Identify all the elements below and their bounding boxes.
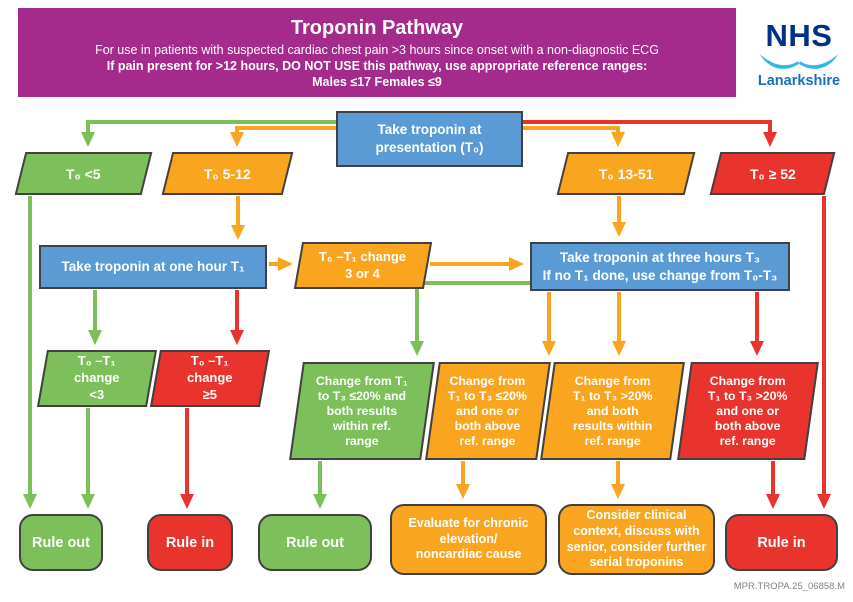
page-title: Troponin Pathway (290, 16, 464, 39)
document-code: MPR.TROPA.25_06858.M (733, 581, 845, 592)
node-take-troponin-presentation: Take troponin at presentation (T₀) (336, 111, 523, 167)
node-label: T₀ 5-12 (204, 165, 251, 182)
header-reference-ranges: Males ≤17 Females ≤9 (312, 75, 442, 90)
header-banner: Troponin Pathway For use in patients wit… (18, 8, 736, 97)
node-take-troponin-one-hour: Take troponin at one hour T₁ (39, 245, 267, 289)
node-t0-5-12: T₀ 5-12 (161, 152, 294, 195)
node-t0-t1-change-lt3: T₀ –T₁ change <3 (36, 350, 158, 407)
node-label: T₀ 13-51 (598, 165, 654, 182)
nhs-lanarkshire-logo: NHS Lanarkshire (752, 20, 846, 90)
node-t0-ge-52: T₀ ≥ 52 (709, 152, 836, 195)
node-consider-clinical-context: Consider clinical context, discuss with … (558, 504, 715, 575)
node-evaluate-chronic-elevation: Evaluate for chronic elevation/ noncardi… (390, 504, 547, 575)
nhs-region-text: Lanarkshire (757, 73, 841, 89)
node-label: T₀ –T₁ change ≥5 (187, 353, 233, 402)
node-t0-less-than-5: T₀ <5 (14, 152, 153, 195)
node-label: Change from T₁ to T₃ >20% and one or bot… (708, 373, 788, 448)
node-label: T₀ –T₁ change <3 (74, 353, 120, 402)
node-rule-out-2: Rule out (258, 514, 372, 571)
nhs-logo-text: NHS (765, 18, 833, 53)
node-change-le20-above-range: Change from T₁ to T₃ ≤20% and one or bot… (425, 362, 551, 460)
node-t0-13-51: T₀ 13-51 (556, 152, 696, 195)
node-t0-t1-change-ge5: T₀ –T₁ change ≥5 (149, 350, 271, 407)
node-t0-t1-change-3-or-4: T₀ –T₁ change 3 or 4 (293, 242, 433, 289)
node-label: Evaluate for chronic elevation/ noncardi… (408, 516, 529, 562)
node-label: Rule in (757, 534, 806, 551)
node-label: Change from T₁ to T₃ >20% and both resul… (572, 373, 653, 448)
header-subtitle: For use in patients with suspected cardi… (95, 42, 659, 57)
node-change-gt20-above-range: Change from T₁ to T₃ >20% and one or bot… (677, 362, 819, 460)
node-rule-in-1: Rule in (147, 514, 233, 571)
node-label: Take troponin at three hours T₃ If no T₁… (542, 249, 778, 283)
node-label: Change from T₁ to T₃ ≤20% and both resul… (316, 373, 408, 448)
node-label: T₀ <5 (66, 165, 101, 182)
node-label: Take troponin at one hour T₁ (61, 259, 245, 275)
nhs-swoosh-icon (759, 53, 839, 69)
node-label: Rule in (165, 534, 215, 551)
node-label: Take troponin at presentation (T₀) (375, 122, 484, 155)
node-label: Change from T₁ to T₃ ≤20% and one or bot… (448, 373, 528, 448)
node-label: T₀ ≥ 52 (749, 165, 796, 182)
node-rule-out-1: Rule out (19, 514, 103, 571)
node-take-troponin-three-hours: Take troponin at three hours T₃ If no T₁… (530, 242, 790, 291)
node-label: Rule out (286, 534, 344, 551)
node-rule-in-2: Rule in (725, 514, 838, 571)
node-label: Rule out (32, 534, 90, 551)
node-change-le20-within-range: Change from T₁ to T₃ ≤20% and both resul… (289, 362, 435, 460)
header-warning: If pain present for >12 hours, DO NOT US… (106, 58, 648, 73)
node-label: Consider clinical context, discuss with … (566, 508, 707, 570)
node-label: T₀ –T₁ change 3 or 4 (319, 248, 407, 281)
node-change-gt20-within-range: Change from T₁ to T₃ >20% and both resul… (540, 362, 685, 460)
